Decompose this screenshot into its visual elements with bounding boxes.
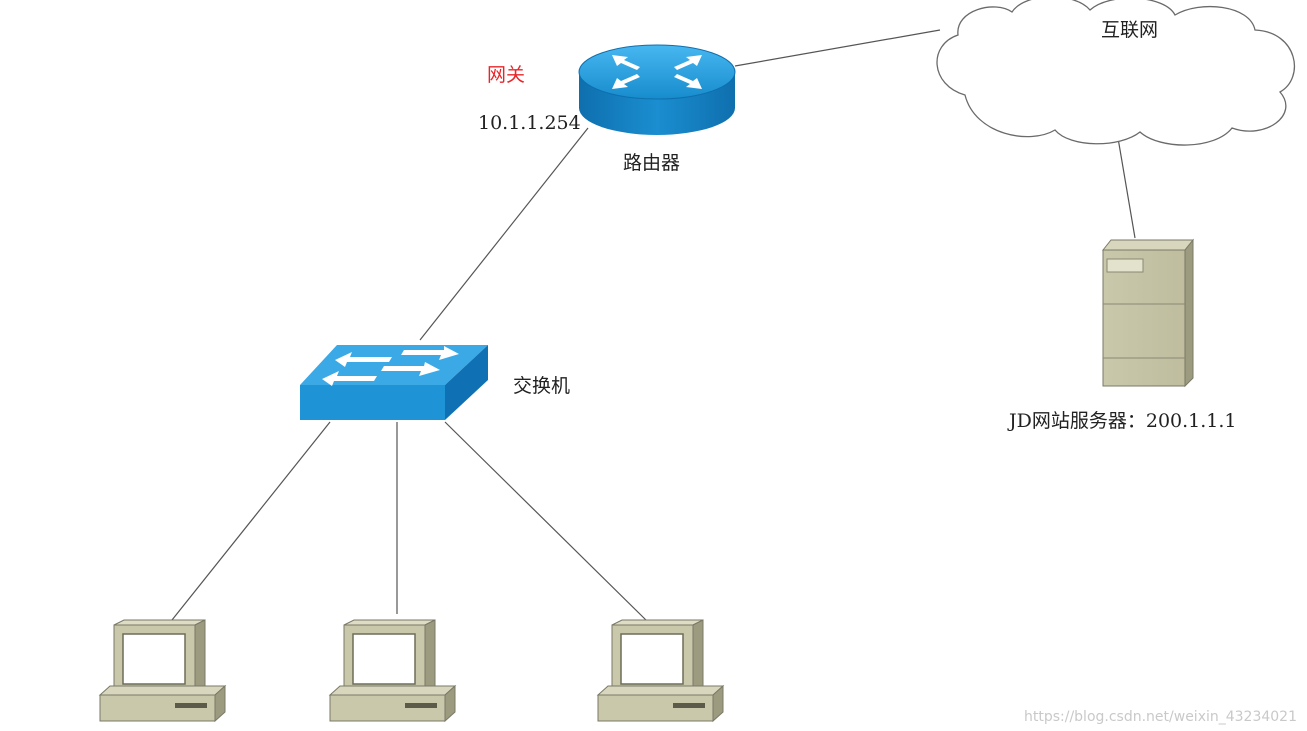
computer-icon-1	[98, 619, 227, 723]
router-icon	[578, 44, 736, 135]
link-router-internet	[734, 29, 941, 67]
link-internet-server	[1117, 137, 1136, 239]
computer-icon-3	[596, 619, 725, 723]
link-router-switch	[419, 127, 589, 341]
gateway-label: 网关	[487, 64, 526, 86]
server-label: JD网站服务器：200.1.1.1	[1009, 410, 1237, 432]
router-label: 路由器	[623, 152, 681, 174]
internet-label: 互联网	[1101, 19, 1159, 41]
computer-icon-2	[328, 619, 457, 723]
internet-cloud-icon	[936, 0, 1296, 146]
switch-icon	[300, 345, 488, 420]
gateway-ip-label: 10.1.1.254	[478, 112, 581, 134]
link-switch-pc1	[171, 421, 331, 621]
switch-label: 交换机	[513, 375, 571, 397]
link-switch-pc3	[444, 421, 649, 623]
links	[171, 29, 1136, 623]
server-icon	[1101, 238, 1195, 388]
watermark: https://blog.csdn.net/weixin_43234021	[1023, 709, 1297, 725]
